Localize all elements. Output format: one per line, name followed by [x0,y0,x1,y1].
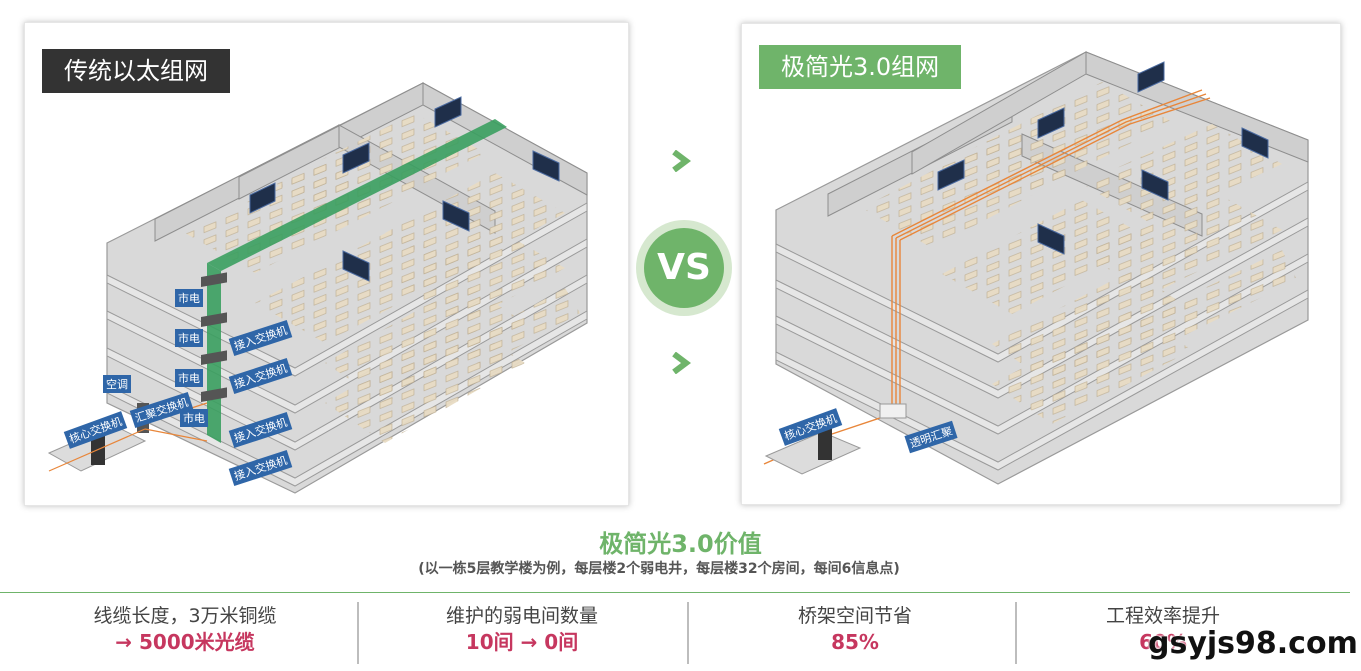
mains-label-2: 市电 [175,329,203,347]
traditional-building-illustration [47,82,588,494]
stat-label: 线缆长度，3万米铜缆 [93,605,277,627]
stat-separator [687,602,689,664]
stat-value: 85% [831,630,879,654]
value-subtitle: (以一栋5层教学楼为例，每层楼2个弱电井，每层楼32个房间，每间6信息点) [418,561,900,577]
mains-label-4: 市电 [180,409,208,427]
aircon-label: 空调 [103,375,131,393]
value-title: 极简光3.0价值 [599,530,762,558]
stat-label: 维护的弱电间数量 [445,605,598,627]
watermark: gsyjs98.com [1148,626,1358,661]
chevron-right-icon [672,352,691,374]
stat-label: 工程效率提升 [1105,605,1220,627]
mains-label-3: 市电 [175,369,203,387]
stat-value: 60% [1139,630,1187,654]
stat-separator [1015,602,1017,664]
optical-network-panel: 极简光3.0组网 核心交换机 透明汇聚 [741,23,1341,505]
vs-badge: VS [636,220,732,316]
vs-label: VS [644,228,724,308]
stat-efficiency: 工程效率提升 60% [1003,603,1323,655]
stat-wiring-closets: 维护的弱电间数量 10间 → 0间 [362,603,682,655]
stat-cable-length: 线缆长度，3万米铜缆 → 5000米光缆 [25,603,345,655]
chevron-right-icon [672,150,691,172]
optical-building-illustration [763,51,1309,485]
stat-label: 桥架空间节省 [797,605,912,627]
stat-tray-space: 桥架空间节省 85% [695,603,1015,655]
optical-network-title: 极简光3.0组网 [759,45,962,89]
traditional-network-panel: 传统以太组网 市电 市电 市电 市电 接入交换机 接入交换机 接入交换机 接入交… [24,22,629,506]
stat-separator [357,602,359,664]
stat-value: → 5000米光缆 [115,630,255,654]
mains-label-1: 市电 [175,289,203,307]
stat-value: 10间 → 0间 [465,630,579,654]
traditional-network-title: 传统以太组网 [42,49,230,93]
section-divider [0,592,1350,593]
